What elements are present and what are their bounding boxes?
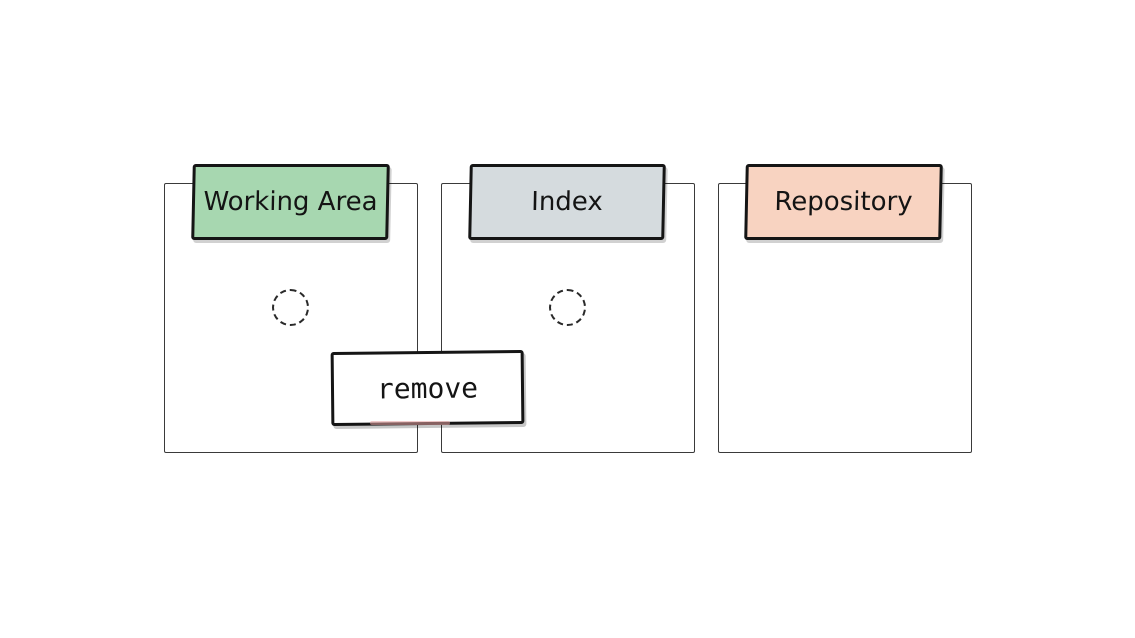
dashed-circle-icon	[272, 289, 309, 326]
working-area-tab: Working Area	[191, 164, 390, 240]
command-accent-stroke	[370, 421, 450, 425]
remove-command-label: remove	[330, 349, 525, 427]
repository-tab: Repository	[744, 164, 943, 240]
dashed-circle-icon	[549, 289, 586, 326]
index-tab: Index	[468, 164, 666, 240]
